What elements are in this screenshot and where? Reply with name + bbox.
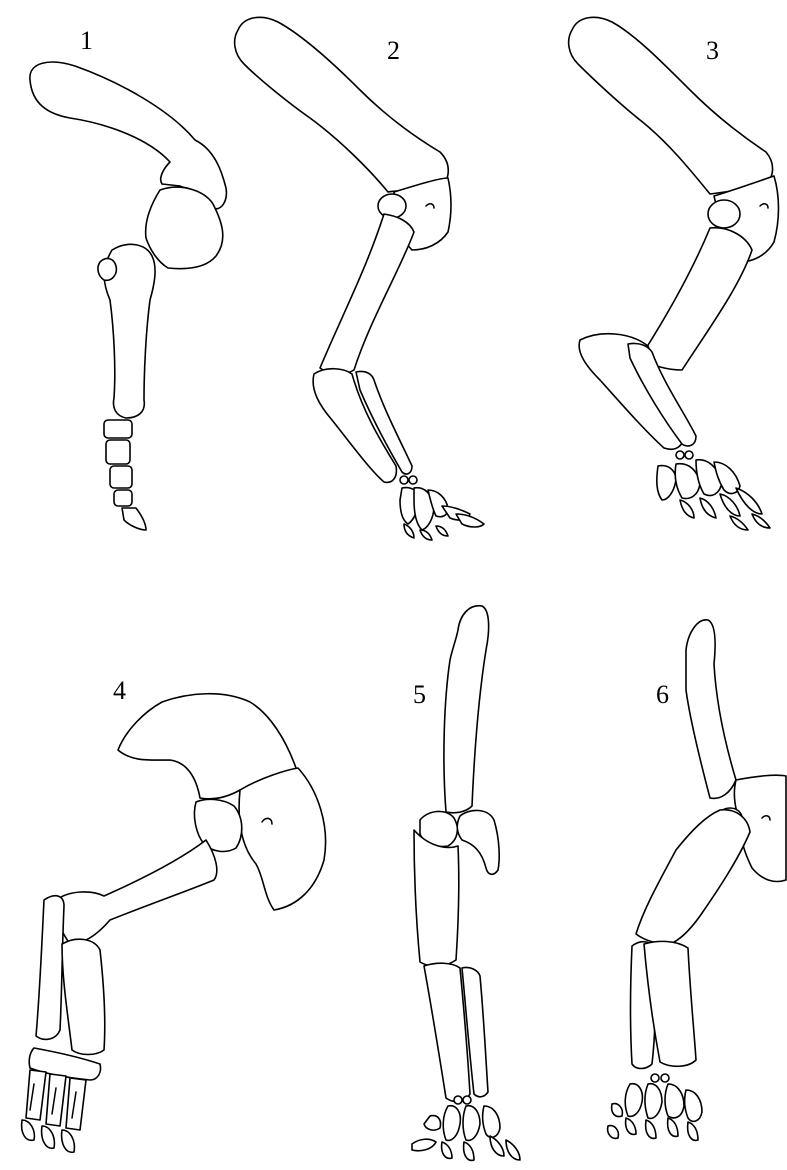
panel-5-label: 5 bbox=[413, 682, 426, 708]
panel-3-drawing bbox=[569, 17, 779, 530]
panel-3-label: 3 bbox=[706, 38, 719, 64]
panel-5-drawing bbox=[412, 606, 520, 1161]
panel-2-drawing bbox=[235, 17, 484, 540]
panel-4-drawing bbox=[22, 694, 326, 1153]
panel-6-label: 6 bbox=[656, 682, 669, 708]
panel-2-label: 2 bbox=[387, 38, 400, 64]
panel-1-drawing bbox=[30, 62, 227, 530]
panel-6-drawing bbox=[608, 620, 786, 1141]
panel-4-label: 4 bbox=[113, 678, 126, 704]
panel-1-label: 1 bbox=[80, 28, 93, 54]
